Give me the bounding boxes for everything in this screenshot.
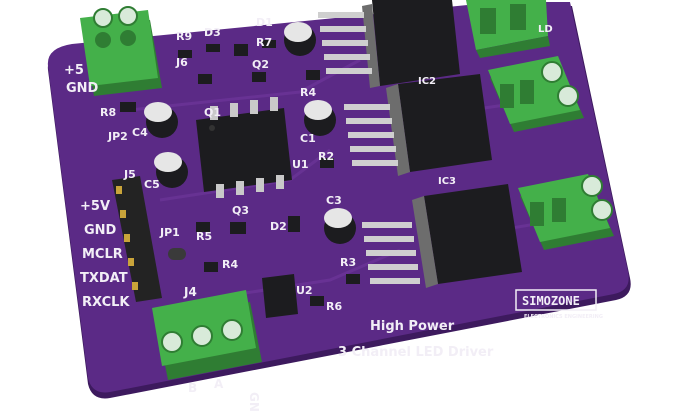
terminal-block-right-middle	[488, 56, 584, 132]
terminal-block-top-left	[80, 6, 162, 96]
label-pin-gnd: GND	[84, 223, 117, 238]
terminal-block-top-right	[466, 0, 550, 58]
capacitor-c1	[284, 22, 316, 56]
programming-header	[112, 176, 162, 302]
power-ic-3	[362, 184, 522, 288]
power-ic-1	[318, 0, 460, 88]
capacitor-c3	[324, 208, 356, 244]
label-j4: J4	[183, 285, 197, 299]
label-j5: J5	[123, 168, 136, 181]
label-pin-txdat: TXDAT	[80, 271, 128, 286]
label-u1: U1	[292, 158, 309, 171]
label-term-gnd: GND	[247, 392, 261, 411]
label-r7: R7	[256, 36, 272, 49]
label-pin-rxclk: RXCLK	[82, 295, 130, 310]
terminal-block-bottom	[152, 290, 262, 380]
brand-logo: SIMOZONE ELECTRONICS ENGINEERING	[515, 289, 603, 320]
label-c1: C1	[300, 132, 316, 145]
terminal-block-right-lower	[518, 174, 614, 250]
board-title-line1: High Power	[370, 319, 455, 334]
brand-subtitle: ELECTRONICS ENGINEERING	[524, 314, 603, 320]
power-ic-2	[344, 74, 492, 176]
capacitor-c2	[304, 100, 336, 136]
label-plus5-top: +5	[64, 63, 84, 78]
label-pin-5v: +5V	[80, 199, 110, 214]
label-d3: D3	[204, 26, 221, 39]
label-q2: Q2	[252, 58, 269, 71]
label-r6: R6	[326, 300, 342, 313]
label-q1: Q1	[204, 106, 221, 119]
label-r5: R5	[196, 230, 212, 243]
label-r8: R8	[100, 106, 116, 119]
label-q3: Q3	[232, 204, 249, 217]
brand-name: SIMOZONE	[522, 294, 580, 308]
smd-components	[120, 40, 360, 306]
label-j6: J6	[175, 56, 188, 69]
label-gnd-top: GND	[66, 81, 99, 96]
label-c3: C3	[326, 194, 342, 207]
label-r4-bottom: R4	[222, 258, 238, 271]
label-ic3: IC3	[438, 176, 456, 187]
board-title-line2: 3 Channel LED Driver	[338, 345, 494, 360]
label-r2: R2	[318, 150, 334, 163]
label-d2: D2	[270, 220, 287, 233]
label-term-a: A	[214, 377, 224, 391]
label-r4-top: R4	[300, 86, 316, 99]
label-ic2: IC2	[418, 76, 436, 87]
capacitor-c5	[154, 152, 188, 188]
label-jp1: JP1	[159, 226, 180, 239]
microcontroller-u1	[196, 97, 292, 198]
capacitor-c4	[144, 102, 178, 138]
label-ld: LD	[538, 24, 553, 35]
label-jp2: JP2	[107, 130, 128, 143]
label-term-b: B	[188, 381, 197, 395]
label-c5: C5	[144, 178, 160, 191]
label-u2: U2	[296, 284, 313, 297]
label-d1: D1	[256, 16, 273, 29]
ic-u2	[262, 274, 298, 318]
label-r9: R9	[176, 30, 192, 43]
label-c4: C4	[132, 126, 148, 139]
label-pin-mclr: MCLR	[82, 247, 123, 262]
label-r3: R3	[340, 256, 356, 269]
